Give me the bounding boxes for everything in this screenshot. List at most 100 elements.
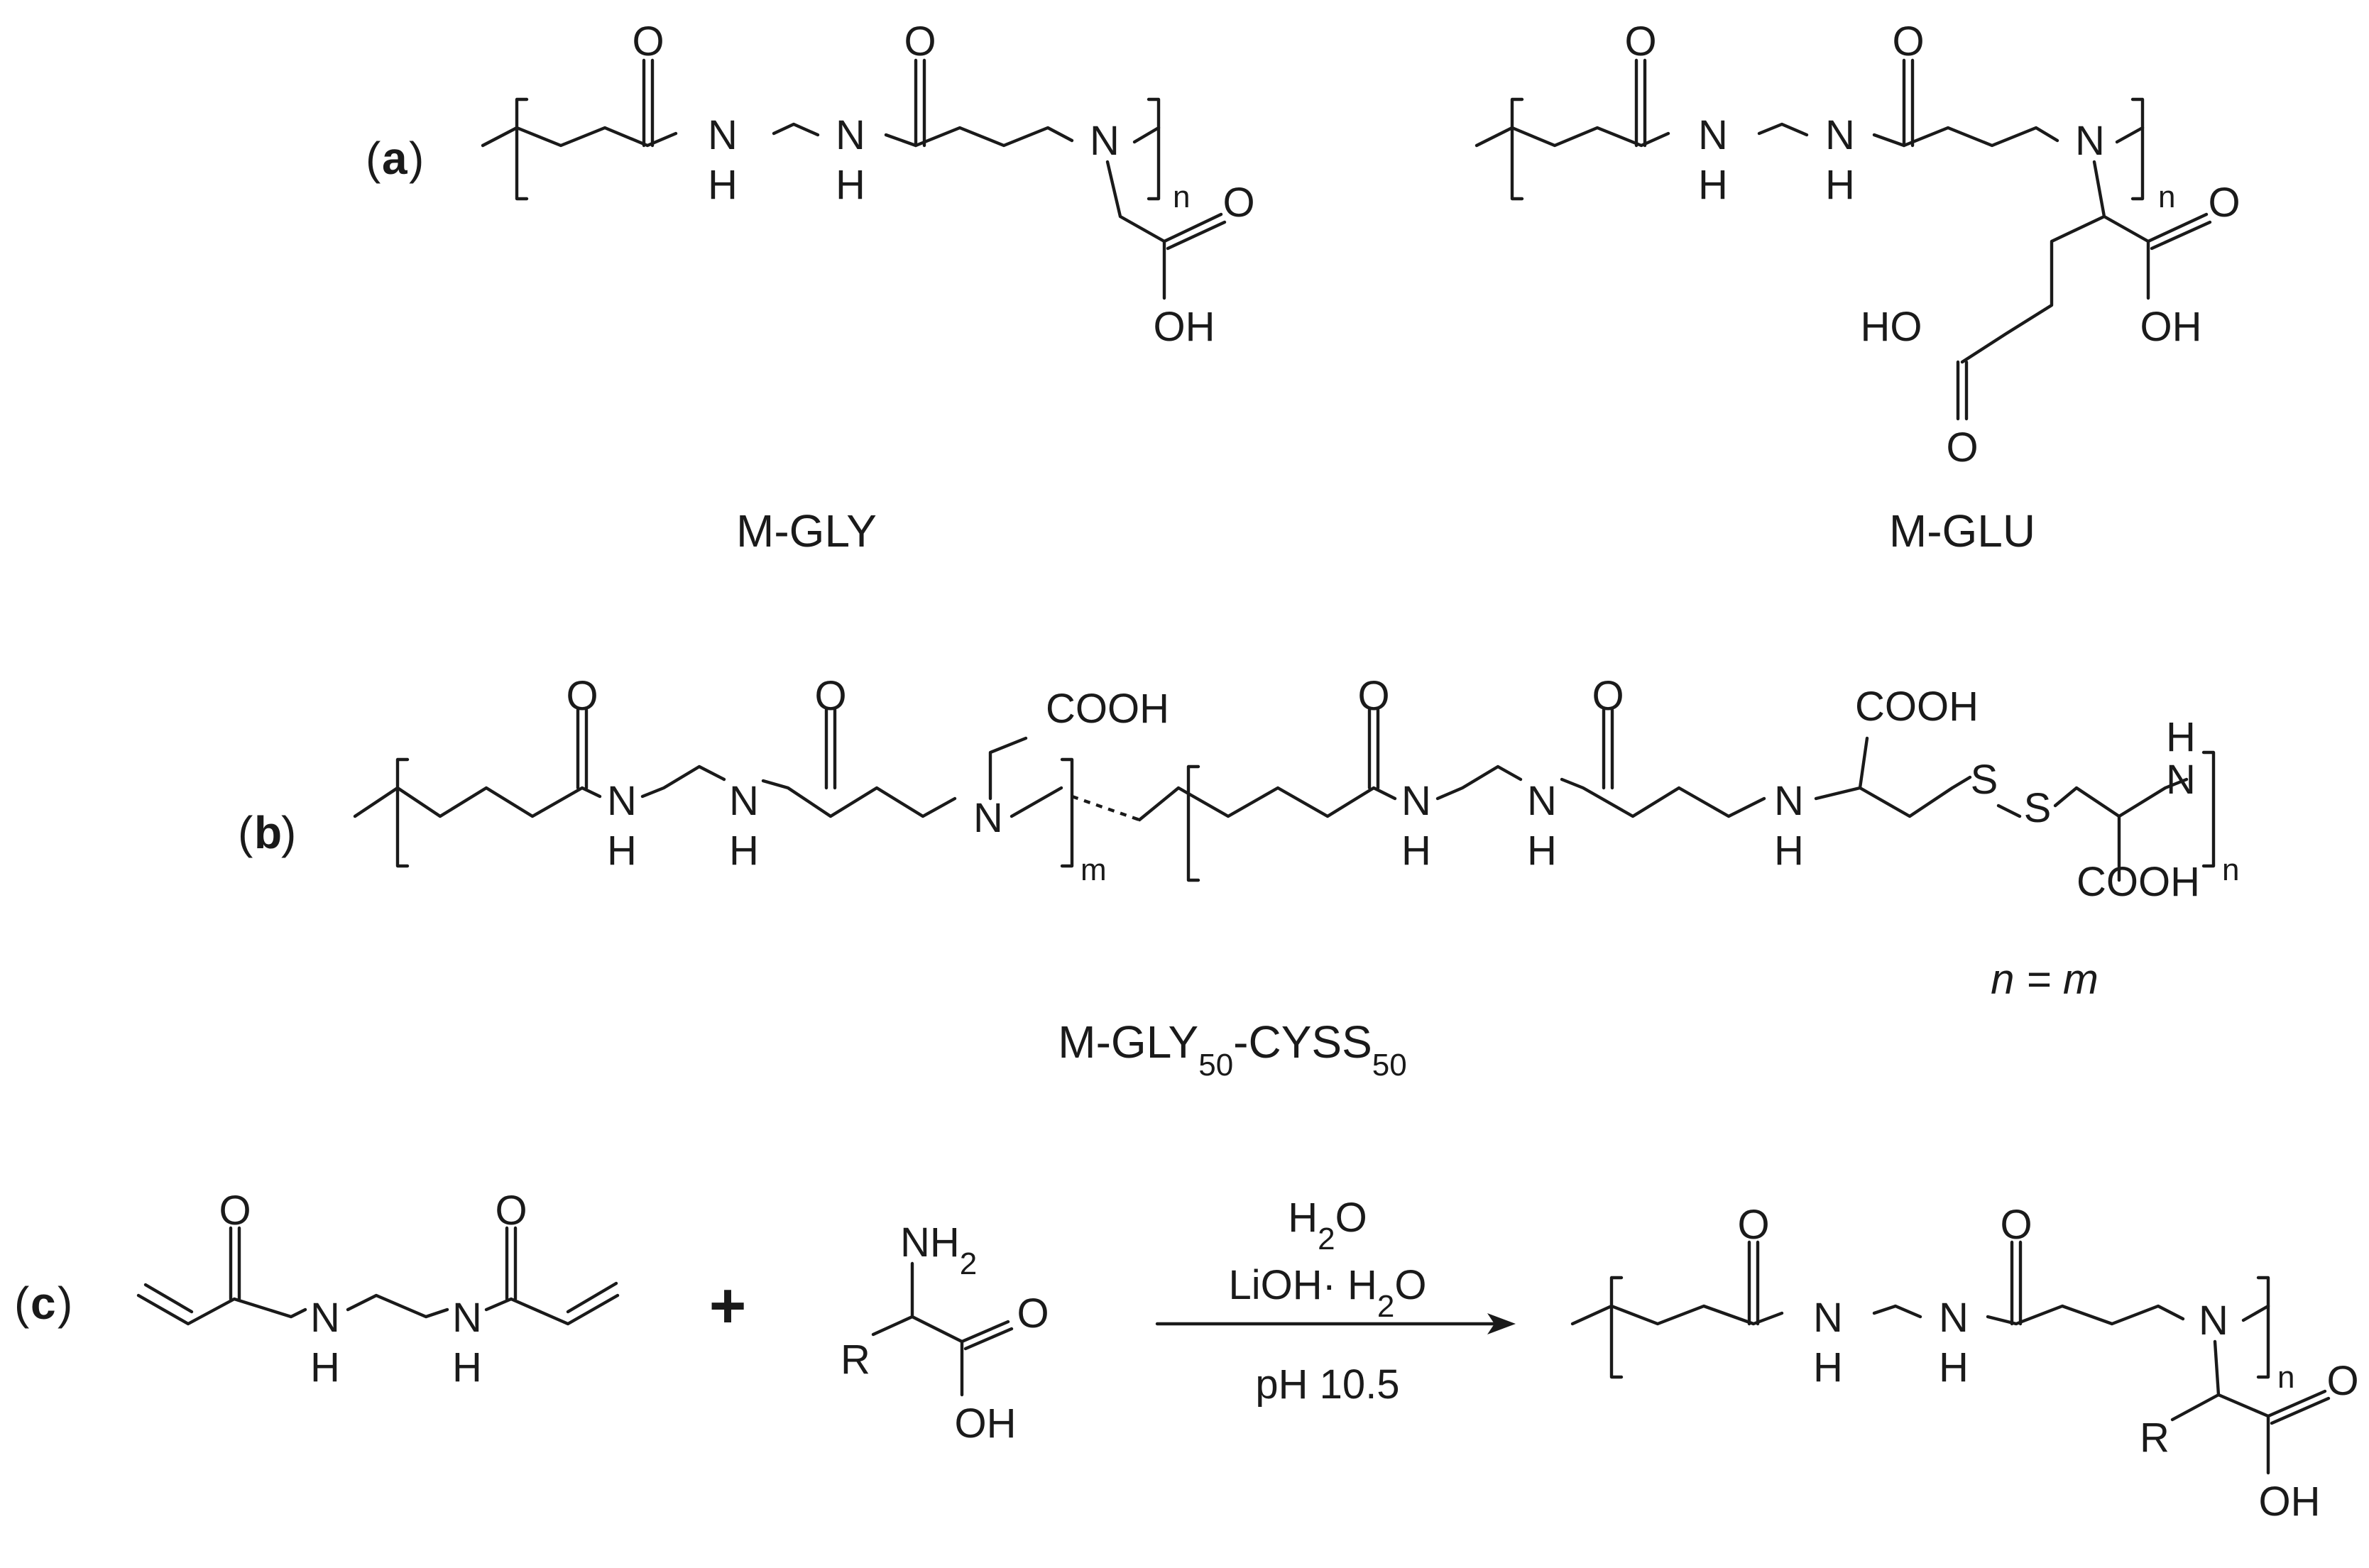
- product-repeat-n: n: [2277, 1360, 2294, 1395]
- m-gly-repeat-bracket-left: [515, 97, 529, 201]
- m-gly-acid-o: O: [1222, 180, 1254, 226]
- cyss-block-nh4-n: N: [2166, 757, 2196, 803]
- cyss-block-backbone-bonds: [1137, 736, 2189, 882]
- m-glu-o1: O: [1624, 18, 1656, 65]
- panel-b-paren-open: (: [238, 807, 253, 858]
- product-structure: O O N H N H N R O OH n: [1570, 1202, 2359, 1525]
- condition-water-sub: 2: [1318, 1222, 1335, 1256]
- amino-acid-nh: NH: [900, 1219, 960, 1266]
- product-acid-oh: OH: [2259, 1479, 2321, 1525]
- product-acid-o: O: [2326, 1358, 2358, 1404]
- m-glu-structure: O O N H N H N O OH HO O n: [1475, 18, 2241, 471]
- m-gly-repeat-bracket-right: [1147, 97, 1161, 201]
- product-n-tertiary: N: [2199, 1298, 2228, 1344]
- caption-main: M-GLY: [1058, 1016, 1198, 1068]
- caption-sub2: 50: [1372, 1048, 1407, 1082]
- cyss-block-repeat-n: n: [2222, 852, 2239, 887]
- cyss-block-cooh-bottom: COOH: [2077, 859, 2200, 905]
- amino-acid-structure: R NH2 O OH: [841, 1219, 1049, 1447]
- condition-lioh-sub: 2: [1377, 1289, 1394, 1324]
- gly-block-o2: O: [814, 673, 846, 719]
- amino-acid-oh: OH: [955, 1400, 1017, 1447]
- m-gly-cyss-caption: M-GLY50-CYSS50: [1058, 1016, 1406, 1082]
- amino-acid-o: O: [1017, 1290, 1049, 1337]
- product-carbonyl-bonds: [1747, 1240, 2023, 1326]
- gly-block-o1: O: [566, 673, 598, 719]
- product-nh1-h: H: [1813, 1344, 1843, 1391]
- gly-block-nh2-n: N: [729, 778, 759, 824]
- panel-b-label: ( b ): [238, 807, 296, 858]
- m-gly-structure: O O N H N H N O OH n: [481, 18, 1255, 350]
- m-gly-acid-oh: OH: [1154, 304, 1215, 350]
- amino-acid-nh2: NH2: [900, 1219, 977, 1281]
- m-glu-repeat-n: n: [2158, 180, 2175, 214]
- gly-block-backbone-bonds: [353, 736, 1063, 818]
- bisacrylamide-o2: O: [495, 1188, 527, 1234]
- cyss-block-o1: O: [1357, 673, 1389, 719]
- gly-block-nh1-n: N: [607, 778, 637, 824]
- condition-water-tail: O: [1335, 1195, 1367, 1241]
- condition-water-main: H: [1288, 1195, 1318, 1241]
- m-glu-nh2-n: N: [1825, 112, 1855, 158]
- panel-a-letter: a: [382, 133, 407, 184]
- block-m-bracket-right: [1060, 757, 1074, 868]
- m-gly-backbone-bonds: [481, 122, 1166, 243]
- m-gly-nh1-n: N: [708, 112, 738, 158]
- m-glu-acid-oh: OH: [2140, 304, 2202, 350]
- product-repeat-bracket-right: [2256, 1276, 2270, 1379]
- block-junction-dashed-bond: [1071, 794, 1140, 822]
- product-backbone-bonds: [1570, 1304, 2331, 1475]
- product-o1: O: [1737, 1202, 1769, 1248]
- m-gly-o1: O: [632, 18, 664, 65]
- panel-b-letter: b: [254, 807, 282, 858]
- m-glu-n-tertiary: N: [2075, 118, 2105, 164]
- m-glu-side-o: O: [1946, 424, 1978, 471]
- panel-a-label: ( a ): [366, 133, 424, 184]
- m-glu-repeat-bracket-left: [1510, 97, 1524, 201]
- block-n-bracket-right: [2201, 750, 2216, 868]
- m-glu-nh1-n: N: [1698, 112, 1728, 158]
- panel-c-paren-close: ): [58, 1278, 72, 1329]
- m-gly-caption: M-GLY: [736, 505, 877, 557]
- product-r: R: [2140, 1415, 2170, 1461]
- cyss-block-nh1-n: N: [1401, 778, 1431, 824]
- cyss-block-nh3-n: N: [1774, 778, 1804, 824]
- panel-a-paren-close: ): [409, 133, 424, 184]
- cyss-block-s2: S: [2024, 785, 2052, 831]
- cyss-block-cooh-top: COOH: [1855, 684, 1979, 730]
- amino-acid-r: R: [841, 1337, 870, 1383]
- gly-block-carbonyl-bonds: [576, 708, 837, 790]
- bisacrylamide-nh2-n: N: [452, 1295, 482, 1341]
- n-equals-m-note: n = m: [1991, 955, 2099, 1003]
- product-nh2-n: N: [1939, 1295, 1969, 1341]
- panel-c: ( c ) O O N H N H + R NH2 O OH H2O LiOH·…: [14, 1188, 2359, 1525]
- cyss-block-o2: O: [1592, 673, 1624, 719]
- product-nh2-h: H: [1939, 1344, 1969, 1391]
- bisacrylamide-nh2-h: H: [452, 1344, 482, 1391]
- cyss-block-nh2-h: H: [1527, 828, 1557, 874]
- cyss-block-nh4-h: H: [2166, 714, 2196, 760]
- m-gly-carbonyl-bonds: [642, 58, 1227, 300]
- block-n-bracket-left: [1186, 764, 1200, 882]
- bisacrylamide-nh1-h: H: [310, 1344, 340, 1391]
- cyss-block-nh3-h: H: [1774, 828, 1804, 874]
- amino-acid-nh2-sub: 2: [960, 1246, 977, 1281]
- m-glu-nh1-h: H: [1698, 162, 1728, 208]
- reaction-arrow-head: [1487, 1313, 1516, 1334]
- panel-c-letter: c: [31, 1278, 56, 1329]
- condition-lioh-main: LiOH· H: [1228, 1262, 1377, 1308]
- panel-a-paren-open: (: [366, 133, 381, 184]
- m-gly-nh1-h: H: [708, 162, 738, 208]
- m-glu-side-ho: HO: [1861, 304, 1922, 350]
- gly-block-n-tertiary: N: [973, 795, 1003, 841]
- m-gly-cyss-structure: O O N H N H N COOH m O O N H N H N H COO…: [353, 673, 2239, 905]
- panel-c-paren-open: (: [14, 1278, 29, 1329]
- m-gly-o2: O: [904, 18, 936, 65]
- m-glu-acid-o: O: [2208, 180, 2240, 226]
- panel-b: ( b ) O O N H N H N COOH m O O N H: [238, 673, 2239, 1082]
- bisacrylamide-structure: O O N H N H: [136, 1188, 620, 1391]
- cyss-block-nh2-n: N: [1527, 778, 1557, 824]
- condition-lioh-tail: O: [1394, 1262, 1426, 1308]
- cyss-block-s1: S: [1971, 757, 1998, 803]
